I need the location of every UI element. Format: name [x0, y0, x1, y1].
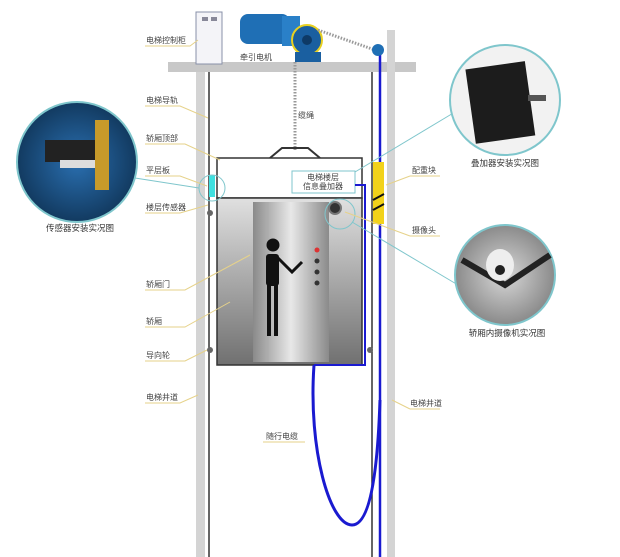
car-hanger	[269, 147, 321, 159]
label-rope: 缆绳	[298, 110, 314, 120]
camera-connector	[351, 221, 459, 286]
shaft-wall-left	[196, 72, 205, 557]
overlay-wire	[314, 184, 366, 366]
counterweight	[372, 162, 385, 224]
person-icon	[266, 238, 304, 336]
camera-icon	[328, 201, 342, 215]
label-shaft-left: 电梯井道	[146, 392, 178, 402]
sensor-photo	[16, 101, 138, 223]
label-leveling-plate: 平层板	[146, 165, 170, 175]
pulley-icon	[372, 44, 384, 56]
drive-rope	[317, 28, 376, 52]
label-traction-motor: 牵引电机	[240, 52, 272, 62]
label-counterweight: 配重块	[412, 165, 436, 175]
label-guide-rail: 电梯导轨	[146, 95, 178, 105]
caption-camera-photo: 轿厢内摄像机实况图	[469, 328, 546, 339]
info-overlay-line2: 信息叠加器	[303, 181, 343, 191]
guide-wheel-top	[207, 210, 213, 216]
label-shaft-right: 电梯井道	[410, 398, 442, 408]
caption-sensor-photo: 传感器安装实况图	[46, 223, 114, 234]
info-overlay-box	[291, 170, 356, 194]
label-camera: 摄像头	[412, 225, 436, 235]
shaft-wall-right	[387, 30, 395, 557]
label-car-top: 轿厢顶部	[146, 133, 178, 143]
info-overlay-line1: 电梯楼层	[307, 172, 339, 182]
label-traveling-cable: 随行电缆	[266, 431, 298, 441]
overlay-photo	[449, 44, 561, 156]
label-control-cabinet: 电梯控制柜	[146, 35, 186, 45]
control-cabinet	[195, 11, 223, 65]
label-car-door: 轿厢门	[146, 279, 170, 289]
guide-wheel-right	[367, 347, 373, 353]
camera-highlight	[324, 198, 356, 230]
sensor-connector	[134, 177, 200, 189]
leader-lines	[145, 39, 440, 443]
caption-overlay-photo: 叠加器安装实况图	[471, 158, 539, 169]
camera-photo	[454, 224, 556, 326]
label-car: 轿厢	[146, 316, 162, 326]
overlay-connector	[354, 111, 456, 173]
label-floor-sensor: 楼层传感器	[146, 202, 186, 212]
traveling-cable	[311, 364, 382, 527]
call-buttons	[314, 247, 320, 286]
guide-wheel-left	[207, 347, 213, 353]
traction-motor-icon	[240, 14, 323, 62]
top-beam	[168, 62, 416, 72]
label-guide-wheel: 导向轮	[146, 350, 170, 360]
floor-sensor	[209, 175, 215, 197]
